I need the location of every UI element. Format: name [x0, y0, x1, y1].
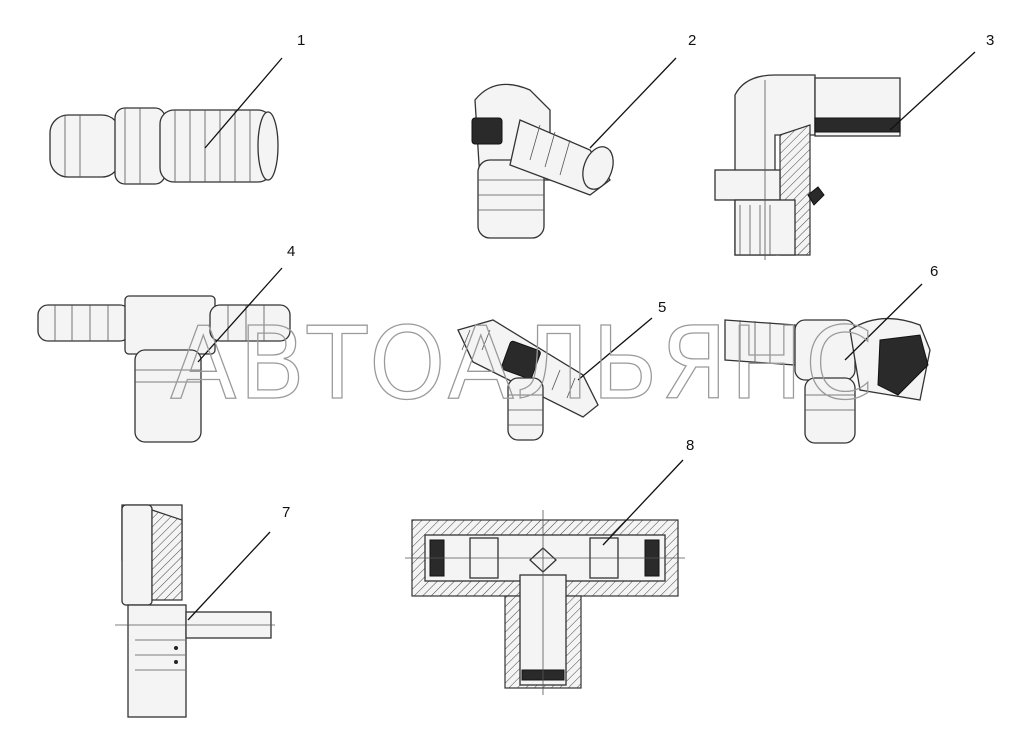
part-5-tee-connector: [457, 319, 599, 441]
leader-line-8: [602, 459, 684, 546]
leader-line-4: [197, 267, 283, 363]
callout-3: 3: [986, 32, 994, 49]
part-1-straight-connector: [49, 107, 279, 185]
callout-2: 2: [688, 32, 696, 49]
leader-line-7: [187, 531, 271, 621]
callout-7: 7: [282, 504, 290, 521]
part-8-tee-section: [405, 510, 685, 695]
leader-lines: [187, 51, 976, 621]
part-3-elbow-section: [714, 74, 901, 260]
callout-8: 8: [686, 437, 694, 454]
callout-5: 5: [658, 299, 666, 316]
watermark: АВТОАЛЬЯНС: [170, 305, 875, 422]
leader-line-6: [844, 283, 923, 361]
part-4-tee-connector: [37, 295, 291, 443]
callout-4: 4: [287, 243, 295, 260]
part-2-elbow-connector: [471, 83, 614, 239]
part-6-tee-elbow-connector: [724, 317, 931, 444]
leader-line-2: [589, 57, 677, 149]
leader-line-5: [577, 317, 653, 381]
callout-6: 6: [930, 263, 938, 280]
leader-line-3: [889, 51, 976, 131]
callout-numbers: 1 2 3 4 5 6 7 8: [282, 32, 994, 521]
part-7-section-view: [115, 504, 275, 718]
leader-line-1: [204, 57, 283, 149]
callout-1: 1: [297, 32, 305, 49]
